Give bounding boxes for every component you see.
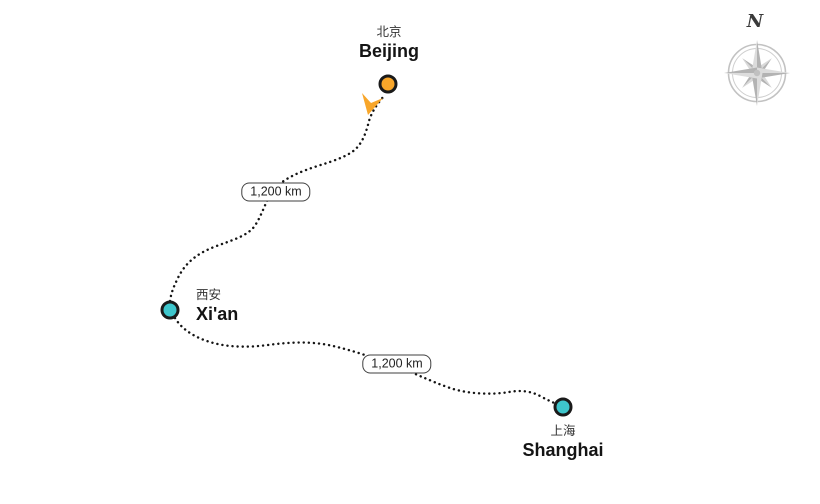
route-direction-arrow-icon bbox=[362, 93, 383, 115]
distance-badge-xian-shanghai: 1,200 km bbox=[362, 354, 432, 374]
city-name-en-xian: Xi'an bbox=[196, 304, 239, 325]
distance-badge-xian-beijing: 1,200 km bbox=[241, 182, 311, 202]
compass-north-label: N bbox=[746, 11, 764, 32]
city-label-beijing: 北京 Beijing bbox=[359, 25, 419, 62]
city-marker-beijing bbox=[378, 74, 398, 94]
city-name-cn-shanghai: 上海 bbox=[550, 424, 576, 438]
route-path-xian-shanghai bbox=[173, 316, 562, 408]
city-marker-xian bbox=[160, 300, 180, 320]
city-name-cn-xian: 西安 bbox=[196, 288, 222, 302]
city-name-en-beijing: Beijing bbox=[358, 41, 420, 62]
city-name-cn-beijing: 北京 bbox=[376, 25, 402, 39]
city-label-shanghai: 上海 Shanghai bbox=[522, 424, 603, 461]
city-name-en-shanghai: Shanghai bbox=[522, 440, 604, 461]
city-marker-shanghai bbox=[553, 397, 573, 417]
compass-rose-icon bbox=[724, 40, 790, 106]
city-label-xian: 西安 Xi'an bbox=[196, 288, 238, 325]
